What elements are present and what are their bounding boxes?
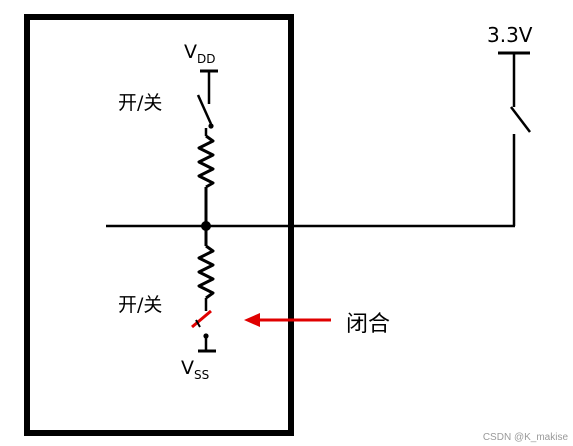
bottom-switch-label: 开/关 (118, 294, 162, 316)
supply-switch-blade (510, 106, 531, 133)
top-switch-blade (196, 94, 213, 125)
top-switch-contact (208, 123, 214, 129)
top-switch-label: 开/关 (118, 92, 162, 114)
vdd-label: VDD (184, 41, 215, 66)
pull-down-resistor (197, 244, 215, 300)
supply-label: 3.3V (487, 23, 533, 47)
bottom-switch-blade (191, 309, 212, 329)
watermark: CSDN @K_makise (483, 432, 569, 443)
pull-up-resistor (197, 134, 215, 189)
bottom-switch-stub (195, 319, 201, 328)
closed-label: 闭合 (346, 312, 390, 337)
vss-label: VSS (181, 357, 209, 382)
closed-arrow-head (244, 313, 260, 327)
